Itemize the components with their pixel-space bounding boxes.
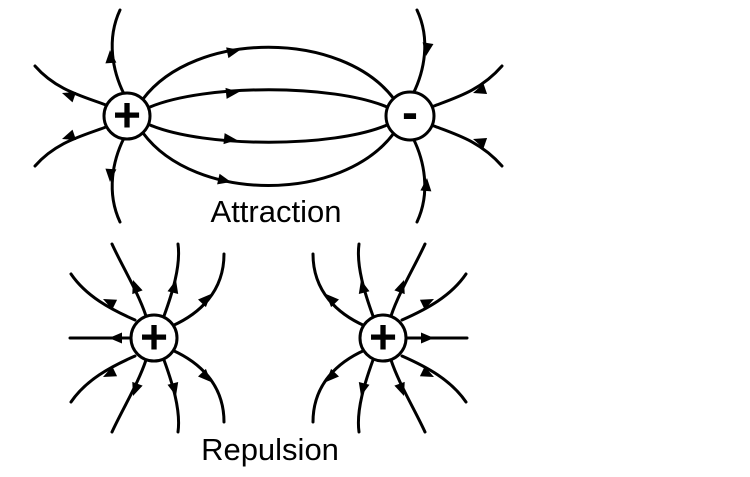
arrowhead-icon	[103, 366, 118, 377]
arrowhead-icon	[422, 42, 434, 56]
field-line	[162, 242, 181, 318]
field-line	[33, 64, 108, 107]
arrowhead-icon	[358, 382, 370, 396]
arrowhead-icon	[421, 332, 434, 344]
positive-charge-circle	[102, 91, 152, 141]
arrowhead-icon	[419, 366, 434, 377]
field-line	[411, 136, 427, 224]
repulsion-right-positive-charge-sign: +	[369, 312, 397, 365]
field-line	[69, 354, 137, 404]
arrowhead-icon	[167, 382, 179, 396]
negative-charge-sign: -	[402, 87, 418, 140]
field-line	[33, 125, 108, 168]
field-line	[110, 8, 126, 96]
repulsion-left-positive-charge-circle	[129, 313, 179, 363]
field-line	[411, 8, 427, 96]
arrowhead-icon	[420, 178, 432, 192]
attraction-field-lines	[33, 8, 504, 224]
field-line	[110, 136, 126, 224]
attraction-label: Attraction	[211, 194, 342, 229]
positive-charge-sign: +	[113, 90, 141, 143]
arrowhead-icon	[473, 138, 488, 149]
repulsion-right-field-lines	[311, 242, 469, 434]
repulsion-left-field-lines	[68, 242, 226, 434]
arrowhead-icon	[394, 280, 405, 295]
arrowhead-icon	[62, 92, 77, 103]
field-line	[110, 242, 148, 318]
attraction-figure: + - Attraction	[33, 8, 504, 229]
field-line	[389, 358, 427, 434]
field-line	[110, 358, 148, 434]
arrowhead-icon	[105, 168, 117, 182]
arrowhead-icon	[62, 129, 77, 140]
field-line	[69, 272, 137, 322]
arrowhead-icon	[223, 133, 237, 145]
arrowhead-icon	[394, 381, 405, 396]
field-line	[432, 64, 504, 108]
field-line	[432, 124, 504, 168]
arrowhead-icon	[225, 87, 239, 99]
repulsion-label: Repulsion	[201, 432, 339, 467]
field-line	[389, 242, 427, 318]
arrowhead-icon	[198, 368, 211, 382]
field-line	[311, 252, 367, 328]
field-line	[141, 131, 396, 187]
field-line	[311, 348, 367, 424]
arrowhead-icon	[198, 294, 211, 308]
arrowhead-icon	[217, 173, 231, 185]
arrowhead-icon	[473, 83, 488, 94]
field-line	[356, 242, 375, 318]
arrowhead-icon	[326, 368, 339, 382]
arrowhead-icon	[109, 332, 122, 344]
field-line	[148, 123, 389, 144]
field-line	[162, 358, 181, 434]
field-line	[356, 358, 375, 434]
arrowhead-icon	[326, 294, 339, 308]
field-line	[170, 348, 226, 424]
field-line	[141, 45, 396, 101]
arrowhead-icon	[419, 299, 434, 310]
arrowhead-icon	[358, 280, 370, 294]
arrowhead-icon	[167, 280, 179, 294]
field-line	[400, 354, 468, 404]
arrowhead-icon	[132, 280, 143, 295]
field-line	[148, 88, 389, 109]
repulsion-figure: + + Repulsion	[68, 242, 469, 467]
arrowhead-icon	[105, 50, 117, 64]
field-line	[400, 272, 468, 322]
repulsion-right-positive-charge-circle	[358, 313, 408, 363]
arrowhead-icon	[103, 299, 118, 310]
arrowhead-icon	[226, 47, 240, 59]
repulsion-left-positive-charge-sign: +	[140, 312, 168, 365]
arrowhead-icon	[132, 381, 143, 396]
negative-charge-circle	[384, 90, 436, 142]
field-line	[170, 252, 226, 328]
